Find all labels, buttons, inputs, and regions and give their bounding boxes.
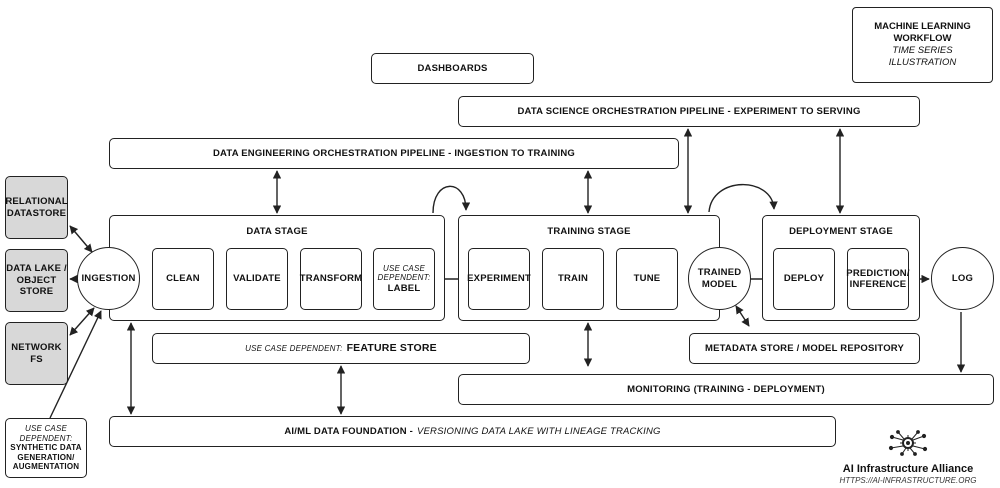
title-line-3: TIME SERIES	[892, 45, 953, 56]
title-line-4: ILLUSTRATION	[888, 56, 957, 68]
data-stage-title: DATA STAGE	[246, 226, 308, 237]
data-foundation-box: AI/ML DATA FOUNDATION - VERSIONING DATA …	[109, 416, 836, 447]
alliance-logo-icon	[888, 430, 928, 456]
prediction-step: PREDICTION/ INFERENCE	[846, 248, 910, 310]
arc-training-to-deployment	[708, 183, 778, 213]
diagram-title: MACHINE LEARNING WORKFLOW TIME SERIES IL…	[852, 7, 993, 83]
experiment-step: EXPERIMENT	[467, 248, 531, 310]
data-lake-box: DATA LAKE / OBJECT STORE	[5, 249, 68, 312]
arrow-model-metadata	[735, 305, 750, 327]
label-step: USE CASE DEPENDENT: LABEL	[373, 248, 435, 310]
synthetic-data-box: USE CASE DEPENDENT: SYNTHETIC DATA GENER…	[5, 418, 87, 478]
brand-block: AI Infrastructure Alliance HTTPS://AI-IN…	[828, 430, 988, 485]
clean-step: CLEAN	[152, 248, 214, 310]
title-line-1: MACHINE LEARNING	[874, 21, 971, 33]
ingestion-node: INGESTION	[77, 247, 140, 310]
relational-datastore-box: RELATIONAL DATASTORE	[5, 176, 68, 239]
metadata-store-box: METADATA STORE / MODEL REPOSITORY	[689, 333, 920, 364]
training-stage-title: TRAINING STAGE	[547, 226, 631, 237]
label-text: LABEL	[387, 282, 421, 294]
trained-model-node: TRAINED MODEL	[688, 247, 751, 310]
monitoring-box: MONITORING (TRAINING - DEPLOYMENT)	[458, 374, 994, 405]
arc-data-to-training	[432, 185, 471, 214]
log-node: LOG	[931, 247, 994, 310]
synthetic-data-label: SYNTHETIC DATA GENERATION/ AUGMENTATION	[10, 443, 82, 472]
tune-step: TUNE	[616, 248, 678, 310]
data-foundation-label: AI/ML DATA FOUNDATION -	[284, 425, 413, 437]
data-science-pipeline-box: DATA SCIENCE ORCHESTRATION PIPELINE - EX…	[458, 96, 920, 127]
transform-step: TRANSFORM	[300, 248, 362, 310]
label-prefix: USE CASE DEPENDENT:	[377, 263, 431, 283]
train-step: TRAIN	[542, 248, 604, 310]
feature-store-label: FEATURE STORE	[346, 342, 437, 355]
arrow-networkfs-ingestion	[69, 307, 95, 336]
dashboards-box: DASHBOARDS	[371, 53, 534, 84]
feature-store-prefix: USE CASE DEPENDENT:	[245, 343, 343, 353]
validate-step: VALIDATE	[226, 248, 288, 310]
brand-name: AI Infrastructure Alliance	[842, 463, 974, 475]
data-engineering-pipeline-box: DATA ENGINEERING ORCHESTRATION PIPELINE …	[109, 138, 679, 169]
title-line-2: WORKFLOW	[893, 33, 952, 45]
data-foundation-subtitle: VERSIONING DATA LAKE WITH LINEAGE TRACKI…	[416, 425, 661, 437]
deploy-step: DEPLOY	[773, 248, 835, 310]
arrow-relational-ingestion	[69, 225, 93, 253]
feature-store-box: USE CASE DEPENDENT: FEATURE STORE	[152, 333, 530, 364]
network-fs-box: NETWORK FS	[5, 322, 68, 385]
deployment-stage-title: DEPLOYMENT STAGE	[789, 226, 893, 237]
brand-url: HTTPS://AI-INFRASTRUCTURE.ORG	[839, 476, 977, 485]
synthetic-data-prefix: USE CASE DEPENDENT:	[19, 424, 73, 443]
